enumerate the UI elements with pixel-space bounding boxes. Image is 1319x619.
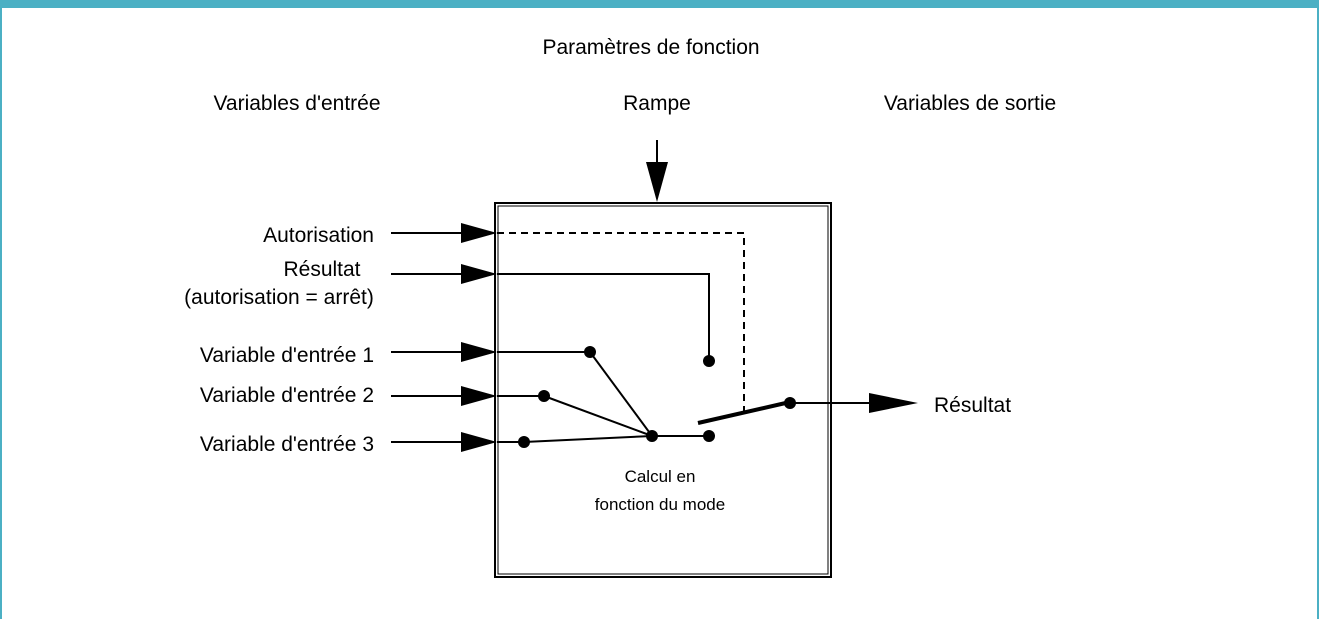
input-label-variable-3: Variable d'entrée 3: [200, 433, 374, 456]
variable-3-selector: [523, 435, 653, 443]
output-switch-blade: [697, 400, 791, 425]
input-label-authorization: Autorisation: [263, 224, 374, 247]
function-block-inner-border: [497, 205, 829, 575]
function-block: [494, 202, 832, 578]
output-arrow-result: [790, 393, 918, 413]
ramp-parameter-label: Rampe: [623, 92, 691, 115]
ramp-arrow-head: [646, 162, 668, 202]
input-arrow-variable-3: [391, 432, 497, 452]
switch-contact-off: [703, 355, 715, 367]
variable-1-selector: [589, 351, 653, 437]
output-label-result: Résultat: [934, 394, 1011, 417]
input-variables-header: Variables d'entrée: [213, 92, 380, 115]
function-parameters-title: Paramètres de fonction: [542, 36, 759, 59]
block-caption-line1: Calcul en: [625, 467, 696, 486]
input-label-variable-1: Variable d'entrée 1: [200, 344, 374, 367]
block-caption-line2: fonction du mode: [595, 495, 725, 514]
input-arrow-result: [391, 264, 497, 284]
input-arrow-variable-2: [391, 386, 497, 406]
input-label-result-line1: Résultat: [283, 258, 360, 281]
variable-2-selector: [543, 395, 653, 437]
input-label-variable-2: Variable d'entrée 2: [200, 384, 374, 407]
input-arrow-authorization: [391, 223, 497, 243]
switch-contact-on: [703, 430, 715, 442]
result-off-path: [497, 273, 710, 361]
input-label-result-line2: (autorisation = arrêt): [184, 286, 374, 309]
output-variables-header: Variables de sortie: [884, 92, 1056, 115]
authorization-control-line: [497, 232, 745, 414]
input-arrow-variable-1: [391, 342, 497, 362]
